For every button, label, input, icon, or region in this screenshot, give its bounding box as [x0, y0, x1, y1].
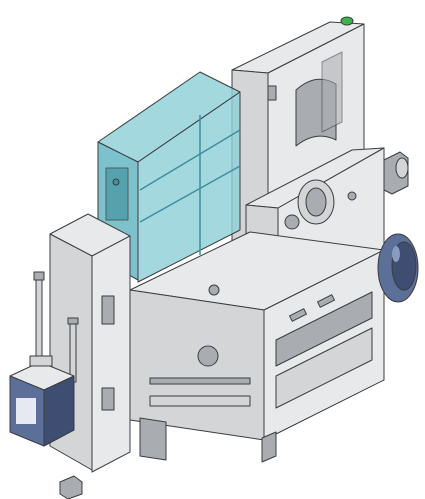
front-port-large	[197, 345, 219, 367]
side-channel	[275, 291, 373, 367]
rod-right	[69, 321, 77, 383]
bottom-connector	[59, 475, 83, 499]
left-valve-assembly	[9, 271, 83, 499]
rod-cap-left	[33, 271, 45, 281]
module-front-window	[105, 167, 129, 221]
foot-left	[139, 417, 167, 461]
module-rail-2	[139, 165, 241, 223]
valve-window	[16, 398, 36, 424]
valve-body-side	[43, 375, 75, 447]
round-valve-highlight	[392, 246, 400, 262]
side-slot-a	[289, 308, 307, 322]
side-slot-b	[317, 294, 335, 308]
module-led	[112, 178, 120, 186]
pillar-slot-lower	[101, 387, 115, 411]
base-front-face	[129, 289, 265, 441]
valve-collar	[29, 355, 53, 367]
right-fitting-cap	[395, 157, 409, 179]
pillar-slot-upper	[101, 295, 115, 325]
front-rail	[149, 377, 251, 385]
foot-right	[261, 431, 277, 463]
module-side-face	[137, 91, 241, 283]
pillar-side-face	[91, 235, 131, 473]
upper-slot	[321, 51, 343, 133]
round-valve	[377, 233, 419, 303]
status-indicator-light	[340, 16, 354, 26]
side-channel-lower	[275, 327, 373, 409]
module-rail-1	[139, 129, 241, 191]
round-port	[284, 214, 300, 230]
front-groove	[149, 395, 251, 407]
rod-cap-right	[67, 317, 79, 325]
base-body	[129, 231, 385, 463]
top-plug	[267, 85, 277, 101]
oval-port-inner	[305, 187, 327, 217]
front-port-small	[208, 284, 220, 296]
small-bolt-1	[347, 191, 357, 201]
